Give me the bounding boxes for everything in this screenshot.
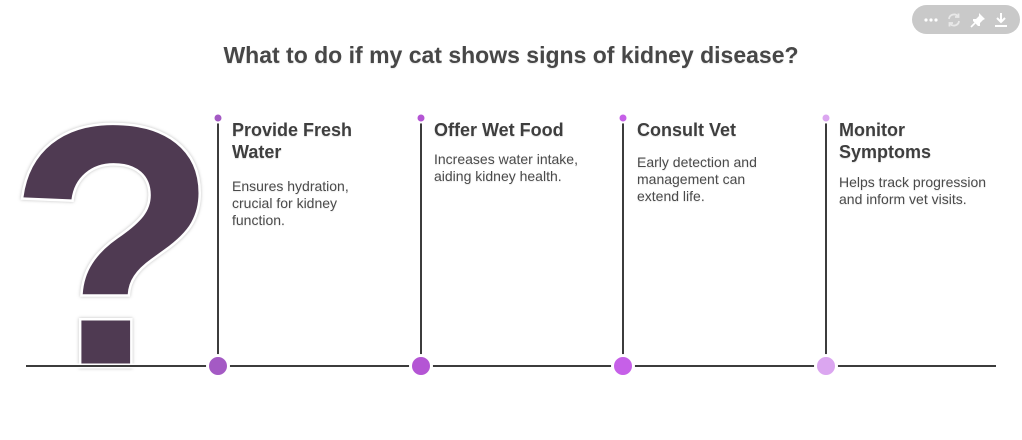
step-marker-consult-vet [611,112,635,378]
step-title-wet-food: Offer Wet Food [434,120,564,140]
step-desc-consult-vet: Early detection and management can exten… [637,154,757,204]
step-dot-top [212,112,224,124]
step-desc-wet-food: Increases water intake, aiding kidney he… [434,151,578,184]
step-dot-bottom [206,354,230,378]
step-marker-provide-water [206,112,230,378]
download-icon[interactable] [991,10,1011,30]
question-mark-icon: ? [8,55,219,440]
step-dot-top [415,112,427,124]
step-marker-wet-food [409,112,433,378]
more-icon[interactable] [921,10,941,30]
step-dot-top [820,112,832,124]
pin-icon[interactable] [968,10,988,30]
step-title-provide-water: Provide Fresh Water [232,120,353,162]
toolbar [912,5,1020,34]
step-desc-monitor-symptoms: Helps track progression and inform vet v… [839,174,987,207]
step-title-consult-vet: Consult Vet [637,120,737,140]
refresh-icon[interactable] [944,10,964,30]
step-dot-bottom [409,354,433,378]
step-marker-monitor-symptoms [814,112,838,378]
step-dot-bottom [611,354,635,378]
step-desc-provide-water: Ensures hydration, crucial for kidney fu… [232,178,349,228]
step-title-monitor-symptoms: Monitor Symptoms [839,120,932,162]
step-dot-bottom [814,354,838,378]
page-title: What to do if my cat shows signs of kidn… [223,42,799,68]
step-dot-top [617,112,629,124]
